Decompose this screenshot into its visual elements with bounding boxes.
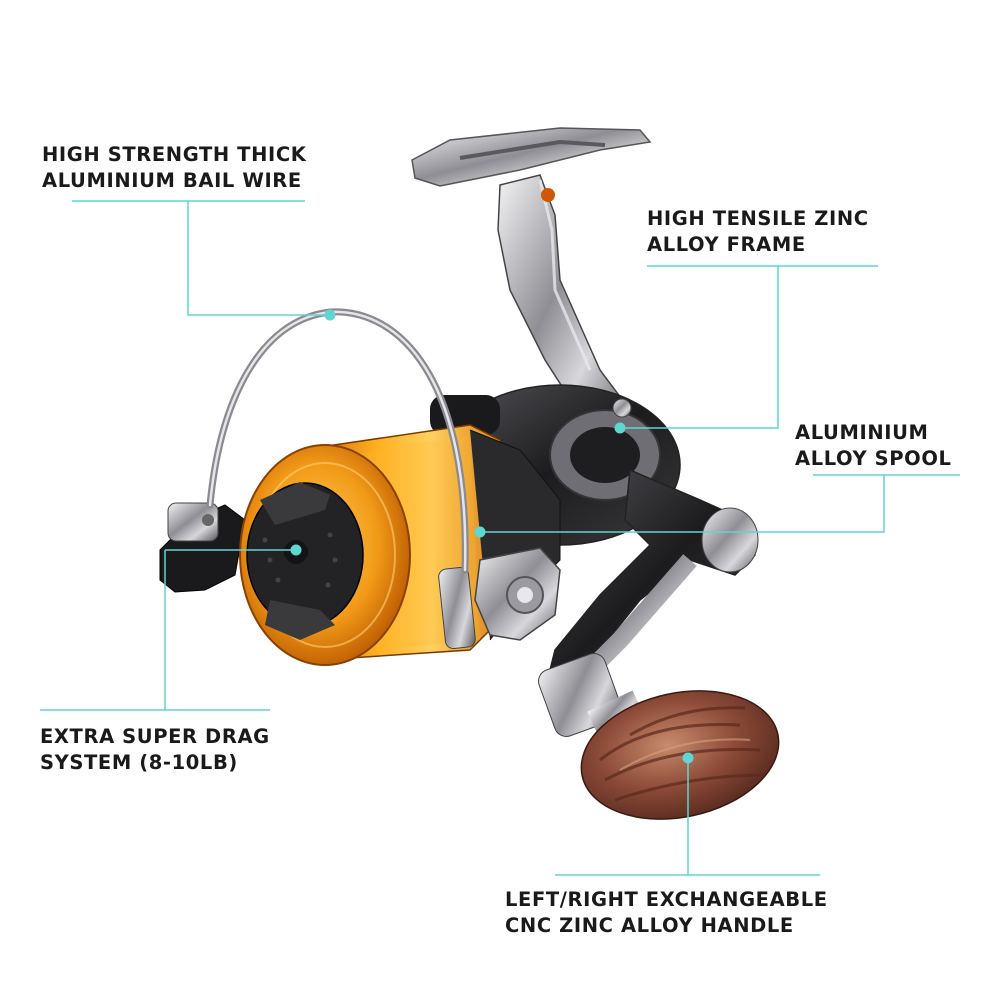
callout-text: SYSTEM (8-10LB) bbox=[40, 751, 238, 774]
callout-text: ALUMINIUM bbox=[795, 421, 929, 444]
callout-line-frame bbox=[620, 265, 878, 429]
callout-label-bail: HIGH STRENGTH THICK ALUMINIUM BAIL WIRE bbox=[42, 142, 306, 194]
callout-text: HIGH STRENGTH THICK bbox=[42, 143, 307, 166]
callout-line-spool bbox=[480, 474, 960, 533]
callout-text: LEFT/RIGHT EXCHANGEABLE bbox=[505, 888, 828, 911]
callout-line-handle bbox=[555, 758, 820, 876]
callout-dot-frame bbox=[614, 422, 626, 434]
callout-label-spool: ALUMINIUM ALLOY SPOOL bbox=[795, 420, 952, 472]
callout-line-drag bbox=[40, 549, 296, 711]
callout-dot-handle bbox=[682, 752, 694, 764]
callout-label-drag: EXTRA SUPER DRAG SYSTEM (8-10LB) bbox=[40, 724, 270, 776]
callout-line-bail-path bbox=[72, 200, 330, 316]
callout-text: ALLOY FRAME bbox=[647, 233, 806, 256]
callout-dot-spool bbox=[474, 526, 486, 538]
callout-dot-bail bbox=[324, 309, 336, 321]
callout-label-handle: LEFT/RIGHT EXCHANGEABLE CNC ZINC ALLOY H… bbox=[505, 887, 828, 939]
callout-dot-drag bbox=[290, 544, 302, 556]
callout-label-frame: HIGH TENSILE ZINC ALLOY FRAME bbox=[647, 206, 869, 258]
callout-text: HIGH TENSILE ZINC bbox=[647, 207, 869, 230]
callout-text: CNC ZINC ALLOY HANDLE bbox=[505, 914, 794, 937]
callout-text: ALLOY SPOOL bbox=[795, 447, 952, 470]
callout-text: EXTRA SUPER DRAG bbox=[40, 725, 270, 748]
callout-text: ALUMINIUM BAIL WIRE bbox=[42, 169, 302, 192]
